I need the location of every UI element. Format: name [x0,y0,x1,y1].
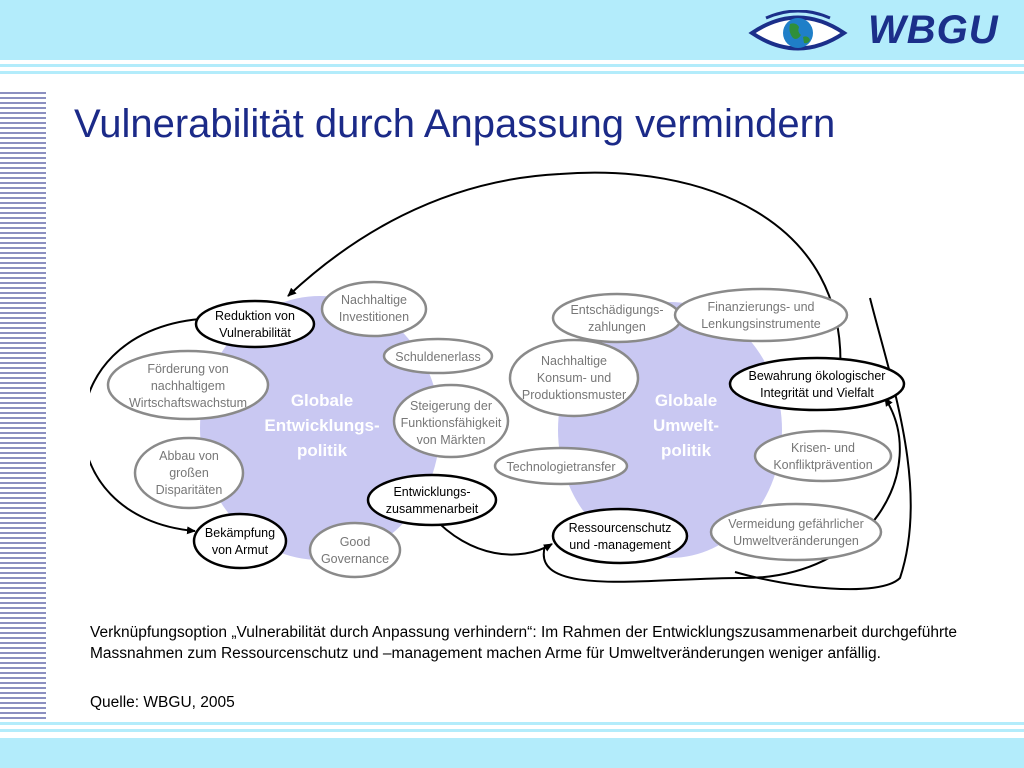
node-entwicklungszusammenarbeit [366,473,498,527]
source-note: Quelle: WBGU, 2005 [90,694,235,711]
node-schuldenerlass [382,337,494,375]
node-label: Vermeidung gefährlicher [728,517,864,531]
caption: Verknüpfungsoption „Vulnerabilität durch… [90,624,958,662]
node-label: Good [340,535,371,549]
node-finanzierung [673,287,849,343]
node-steigerung [392,383,510,459]
node-label: Nachhaltige [341,293,407,307]
node-label: Technologietransfer [506,460,615,474]
node-label: Steigerung der [410,399,492,413]
node-label: Reduktion von [215,309,295,323]
node-label: Wirtschaftswachstum [129,396,247,410]
left-cluster-label: Entwicklungs- [264,416,379,435]
header-band [0,0,1024,60]
node-foerderung [106,349,270,421]
node-label: Produktionsmuster [522,388,626,402]
node-reduktion [194,299,316,349]
node-label: Umweltveränderungen [733,534,859,548]
node-label: Entschädigungs- [570,303,663,317]
node-krisen [753,429,893,483]
diagram: Globale Entwicklungs- politik Globale Um… [90,171,912,591]
node-label: Finanzierungs- und [707,300,814,314]
node-label: Lenkungsinstrumente [701,317,821,331]
arrow-entwicklung-to-ressourcen [431,515,553,556]
node-bekaempfung [192,512,288,570]
node-good-governance [308,521,402,579]
node-label: Nachhaltige [541,354,607,368]
node-label: zusammenarbeit [386,502,479,516]
node-label: von Märkten [417,433,486,447]
node-label: Governance [321,552,389,566]
node-ressourcenschutz [551,507,689,565]
node-label: Vulnerabilität [219,326,291,340]
node-label: großen [169,466,209,480]
arrow-bewahrung-to-reduktion [287,171,842,377]
node-bewahrung [728,356,906,412]
node-label: Schuldenerlass [395,350,480,364]
arrow-reduktion-to-bekaempfung [90,318,201,535]
arrow-ressourcen-loop-to-bewahrung [542,397,901,583]
node-label: Abbau von [159,449,219,463]
footer-rule [0,722,1024,725]
header-rule [0,71,1024,74]
right-cluster-label: politik [661,441,712,460]
node-label: nachhaltigem [151,379,225,393]
node-label: Investitionen [339,310,409,324]
node-label: und -management [569,538,671,552]
node-label: Funktionsfähigkeit [401,416,502,430]
side-stripes [0,92,46,720]
right-cluster-label: Globale [655,391,717,410]
node-abbau [133,436,245,510]
slide-title: Vulnerabilität durch Anpassung verminder… [74,102,836,146]
node-nachhaltige-konsum [508,338,640,418]
right-cluster-label: Umwelt- [653,416,719,435]
logo-text: WBGU [868,8,999,52]
node-technologietransfer [493,446,629,486]
node-label: Entwicklungs- [393,485,470,499]
node-entschaedigung [551,292,683,344]
left-cluster-label: Globale [291,391,353,410]
node-label: zahlungen [588,320,646,334]
footer-band [0,738,1024,768]
header-rule [0,64,1024,67]
node-label: Disparitäten [156,483,223,497]
footer-rule [0,729,1024,732]
node-label: Konfliktprävention [773,458,872,472]
node-label: Krisen- und [791,441,855,455]
node-label: Ressourcenschutz [569,521,672,535]
node-label: von Armut [212,543,269,557]
node-label: Integrität und Vielfalt [760,386,874,400]
node-label: Konsum- und [537,371,611,385]
node-label: Förderung von [147,362,228,376]
node-nachhaltige-investitionen [320,280,428,338]
node-vermeidung [709,502,883,562]
node-label: Bekämpfung [205,526,275,540]
left-cluster-label: politik [297,441,348,460]
node-label: Bewahrung ökologischer [749,369,886,383]
eye-globe-icon [748,10,848,51]
